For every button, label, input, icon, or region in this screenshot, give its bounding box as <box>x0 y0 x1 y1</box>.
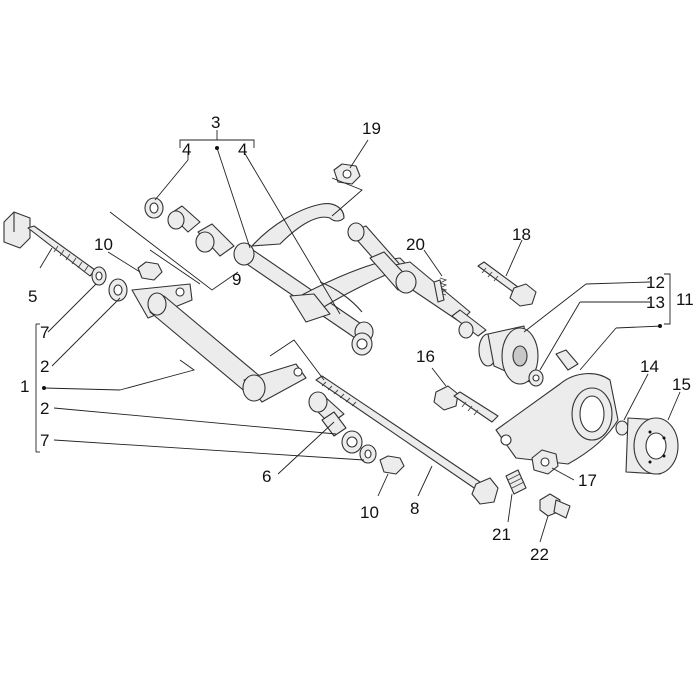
junction-dot-1 <box>42 386 46 390</box>
part-2-bushing-left <box>108 278 128 302</box>
part-18-bolt <box>477 261 537 307</box>
part-21-plug <box>505 469 527 495</box>
callout-13: 13 <box>646 293 665 312</box>
callout-16: 16 <box>416 347 435 366</box>
part-7-washer-lower <box>341 430 377 464</box>
part-12-pulley <box>451 309 539 385</box>
callout-18: 18 <box>512 225 531 244</box>
part-2-bushing-lower <box>308 391 347 437</box>
part-13-spacer <box>528 369 544 387</box>
junction-dot-3 <box>215 146 219 150</box>
callout-2-top: 2 <box>40 357 49 376</box>
part-8-bolt <box>315 375 499 505</box>
callout-7-top: 7 <box>40 323 49 342</box>
callout-5: 5 <box>28 287 37 306</box>
part-15-cover <box>625 417 679 475</box>
callout-1: 1 <box>20 377 29 396</box>
leader-lines <box>35 130 681 543</box>
part-16-bolt <box>433 385 499 423</box>
callout-22: 22 <box>530 545 549 564</box>
callout-4-right: 4 <box>238 140 247 159</box>
callout-7-bottom: 7 <box>40 431 49 450</box>
callout-19: 19 <box>362 119 381 138</box>
part-20-spring-pin <box>433 277 448 303</box>
part-10-nut-top <box>137 261 163 281</box>
part-14-ring <box>615 420 629 436</box>
callout-9: 9 <box>232 270 241 289</box>
callout-20: 20 <box>406 235 425 254</box>
callout-10-bottom: 10 <box>360 503 379 522</box>
callout-15: 15 <box>672 375 691 394</box>
junction-dot-11 <box>658 324 662 328</box>
callout-14: 14 <box>640 357 659 376</box>
callout-10-top: 10 <box>94 235 113 254</box>
part-4-bearing-top <box>144 197 164 219</box>
callout-12: 12 <box>646 273 665 292</box>
callout-4-left: 4 <box>182 140 191 159</box>
callout-17: 17 <box>578 471 597 490</box>
callout-11: 11 <box>676 290 694 309</box>
part-17-nut <box>531 449 559 475</box>
part-19-nut <box>333 163 361 185</box>
callout-2-bottom: 2 <box>40 399 49 418</box>
callout-6: 6 <box>262 467 271 486</box>
part-5-bolt <box>3 211 96 277</box>
callout-3: 3 <box>211 113 220 132</box>
part-4-bearing-lower <box>351 332 373 356</box>
callout-21: 21 <box>492 525 511 544</box>
part-10-nut-lower <box>379 455 405 475</box>
part-22-fitting <box>539 493 571 519</box>
part-9-spacers <box>167 205 235 257</box>
part-3-engine-bracket <box>233 203 471 343</box>
part-1-swingarm-tube <box>131 283 307 403</box>
part-7-washer-left <box>91 266 107 286</box>
part-11-casing <box>495 349 619 465</box>
callout-8: 8 <box>410 499 419 518</box>
